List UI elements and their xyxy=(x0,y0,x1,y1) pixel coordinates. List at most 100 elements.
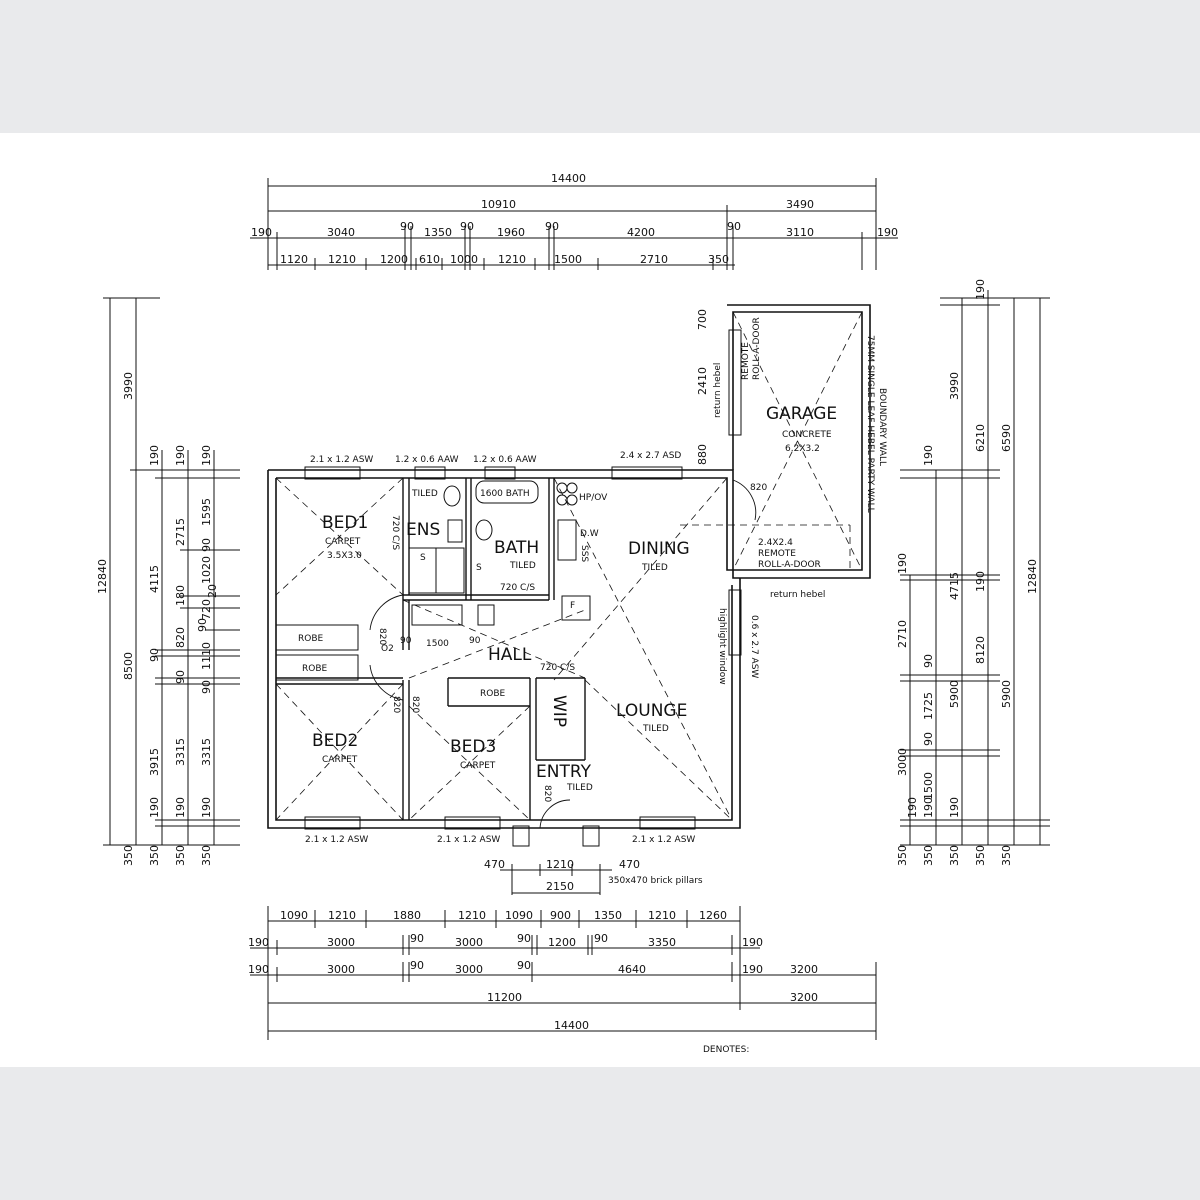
dim-left-7: 190 xyxy=(200,445,213,466)
cs-label-3: 720 C/S xyxy=(390,515,400,550)
robes xyxy=(275,624,359,681)
sss-label: SSS xyxy=(579,545,589,562)
dim-right-7: 190 xyxy=(896,553,909,574)
dim-top-7: 90 xyxy=(460,220,474,233)
dim-right-23: 350 xyxy=(948,845,961,866)
dim-bot-2: 1880 xyxy=(393,909,421,922)
dim-bot-25: 3200 xyxy=(790,963,818,976)
top-margin xyxy=(0,0,1200,133)
dim-top-21: 2710 xyxy=(640,253,668,266)
room-garage: GARAGE xyxy=(766,404,837,424)
dim-top-9: 90 xyxy=(545,220,559,233)
garage-size: 6.2X3.2 xyxy=(785,444,820,454)
dim-top-22: 350 xyxy=(708,253,729,266)
dim-bot-0: 1090 xyxy=(280,909,308,922)
dim-left-6: 190 xyxy=(174,445,187,466)
floor-plan-drawing: BED1 CARPET 3.5X3.0 ENS TILED S S BATH T… xyxy=(96,172,1050,1055)
dim-right-17: 1500 xyxy=(922,772,935,800)
dim-top-0: 14400 xyxy=(551,172,586,185)
dim-left-14: 3315 xyxy=(174,738,187,766)
cs-label-1: 720 C/S xyxy=(500,583,535,593)
dim-left-23: 90 xyxy=(196,618,209,632)
dim-left-15: 3315 xyxy=(200,738,213,766)
dim-left-8: 2715 xyxy=(174,518,187,546)
dim-bot-19: 3000 xyxy=(327,963,355,976)
room-entry: ENTRY xyxy=(536,762,592,782)
shower-right: S xyxy=(476,563,482,573)
room-bed2: BED2 xyxy=(312,731,358,751)
robe-3: ROBE xyxy=(480,689,506,699)
dim-left-29: 350 xyxy=(200,845,213,866)
dim-right-14: 5900 xyxy=(948,680,961,708)
dim-left-18: 190 xyxy=(200,797,213,818)
dim-left-0: 3990 xyxy=(122,372,135,400)
right-dimension-text: 190 3990 6210 6590 12840 190 4715 190 27… xyxy=(896,279,1039,866)
room-dining: DINING xyxy=(628,539,690,559)
dim-left-19: 1020 xyxy=(200,556,213,584)
window-bath: 1.2 x 0.6 AAW xyxy=(473,455,537,465)
bath-finish: TILED xyxy=(509,561,536,571)
left-dimensions xyxy=(103,297,240,846)
remote-door-2b: REMOTE xyxy=(758,549,796,559)
bath-fixture: 1600 BATH xyxy=(480,489,530,499)
dim-right-2: 6210 xyxy=(974,424,987,452)
dim-garage-1: 2410 xyxy=(696,367,709,395)
floor-plan-sheet: BED1 CARPET 3.5X3.0 ENS TILED S S BATH T… xyxy=(0,133,1200,1067)
remote-door-2c: ROLL-A-DOOR xyxy=(758,560,821,570)
top-dimension-text: 14400 10910 3490 190 3040 90 1350 90 196… xyxy=(251,172,898,266)
dim-right-12: 90 xyxy=(922,732,935,746)
dim-left-25: 90 xyxy=(200,680,213,694)
dim-top-2: 3490 xyxy=(786,198,814,211)
dim-left-17: 190 xyxy=(174,797,187,818)
room-hall: HALL xyxy=(488,645,532,665)
window-asd: 2.4 x 2.7 ASD xyxy=(620,451,681,461)
dim-top-20: 1500 xyxy=(554,253,582,266)
dim-top-19: 1210 xyxy=(498,253,526,266)
dim-top-18: 1000 xyxy=(450,253,478,266)
dim-left-5: 190 xyxy=(148,445,161,466)
garage-dimension-text: 700 2410 880 xyxy=(696,309,709,465)
right-dimensions xyxy=(900,290,1050,846)
dim-left-11: 820 xyxy=(174,627,187,648)
dim-right-21: 350 xyxy=(896,845,909,866)
dim-left-28: 350 xyxy=(174,845,187,866)
dim-right-8: 2710 xyxy=(896,620,909,648)
dim-entry-0: 470 xyxy=(484,858,505,871)
dim-garage-0: 700 xyxy=(696,309,709,330)
remote-door-1b: ROLL-A-DOOR xyxy=(752,317,762,380)
dim-right-6: 4715 xyxy=(948,572,961,600)
room-wip: WIP xyxy=(549,695,569,727)
hp-ov-label: HP/OV xyxy=(579,493,608,503)
dim-bot-7: 1210 xyxy=(648,909,676,922)
fixtures xyxy=(408,329,742,847)
room-bed1: BED1 xyxy=(322,513,368,533)
dim-top-5: 90 xyxy=(400,220,414,233)
dim-right-15: 5900 xyxy=(1000,680,1013,708)
boundary-wall-label: BOUNDARY WALL xyxy=(877,388,887,466)
windows xyxy=(304,466,742,830)
dim-garage-2: 880 xyxy=(696,444,709,465)
window-ens: 1.2 x 0.6 AAW xyxy=(395,455,459,465)
party-wall-label: 75MM SINGLE LEAF HEBEL PARTY WALL xyxy=(865,335,875,513)
robe-1: ROBE xyxy=(298,634,324,644)
dim-right-13: 190 xyxy=(974,571,987,592)
remote-door-1a: REMOTE xyxy=(741,342,751,380)
top-dimensions xyxy=(250,178,898,270)
dim-right-1: 3990 xyxy=(948,372,961,400)
dim-right-18: 190 xyxy=(906,797,919,818)
door-820-b: 820 xyxy=(391,696,401,713)
bottom-dimensions xyxy=(250,906,877,1040)
dim-left-21: 720 xyxy=(200,599,213,620)
room-bed3: BED3 xyxy=(450,737,496,757)
dim-left-24: 1110 xyxy=(200,642,213,670)
dim-entry-2: 470 xyxy=(619,858,640,871)
garage-finish: CONCRETE xyxy=(782,430,832,440)
dim-right-3: 6590 xyxy=(1000,424,1013,452)
left-dimension-text: 3990 12840 8500 4115 3915 190 190 190 27… xyxy=(96,372,219,866)
window-bed3: 2.1 x 1.2 ASW xyxy=(437,835,500,845)
entry-dimensions xyxy=(500,864,612,895)
dim-bot-28: 14400 xyxy=(554,1019,589,1032)
dw-label: D.W xyxy=(580,529,599,539)
dim-bot-23: 4640 xyxy=(618,963,646,976)
return-hebel-vertical: return hebel xyxy=(713,363,723,418)
